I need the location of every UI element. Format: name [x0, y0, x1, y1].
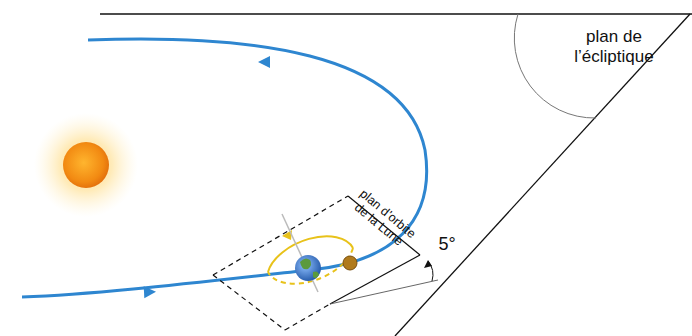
earth-orbit: [22, 39, 427, 298]
moon: [343, 256, 357, 270]
sun: [34, 113, 138, 217]
plane-label: plan d’orbite de la Lune: [344, 183, 422, 255]
moon-orbit-plane: [213, 196, 438, 330]
ecliptic-plane: [100, 14, 692, 336]
angle-label: 5°: [438, 234, 455, 255]
plane-label: plan de l’écliptique: [564, 27, 664, 66]
moon-orbit: [268, 230, 353, 284]
earth: [282, 214, 321, 292]
